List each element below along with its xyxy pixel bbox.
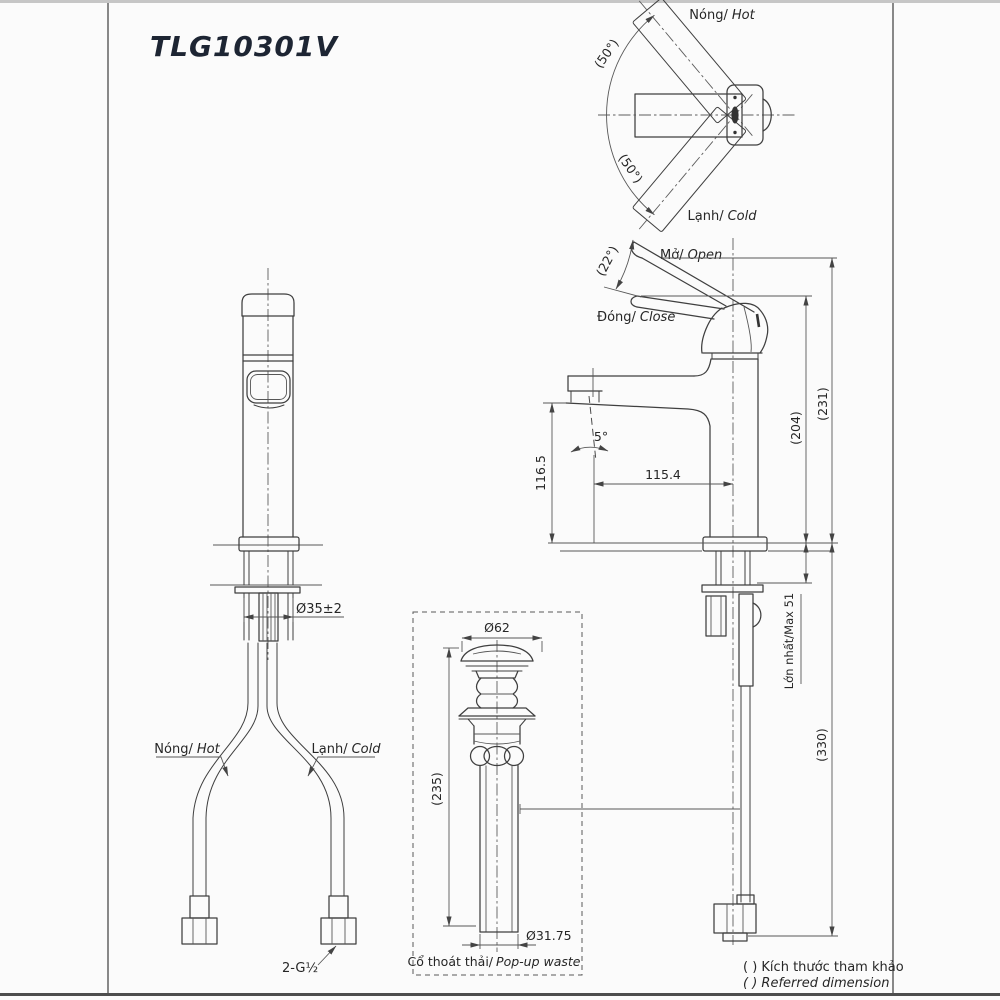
product-code: TLG10301V	[150, 30, 339, 63]
height-to-lever-label: (204)	[788, 411, 803, 445]
close-label: Đóng/Close	[597, 310, 675, 325]
hot-direction-label: Nóng/Hot	[689, 8, 755, 23]
front-view: Ø35±2 Nóng/Hot Lạnh/Cold 2-G½	[154, 268, 381, 976]
open-label: Mở/Open	[660, 248, 722, 263]
popup-dimensions	[443, 635, 543, 949]
side-view-faucet-outline	[548, 241, 838, 942]
spout-height-label: 116.5	[533, 455, 548, 491]
cold-hose-label: Lạnh/Cold	[312, 742, 382, 757]
side-view: 5° (22°) Mở/Open Đóng/Close 116.5 115.4 …	[519, 238, 838, 945]
popup-dashed-border	[412, 611, 583, 976]
handle-neutral-position	[634, 93, 743, 138]
water-stream	[570, 368, 609, 462]
max-deck-thickness-label: Lớn nhất/Max 51	[782, 593, 796, 689]
tail-diameter-label: Ø31.75	[526, 928, 572, 943]
front-view-dimensions	[156, 598, 375, 966]
spout-angle-label: 5°	[594, 429, 608, 444]
handle-pivot-head	[726, 84, 772, 146]
top-view-handle-rotation: Nóng/Hot Lạnh/Cold (50°) (50°)	[591, 0, 797, 232]
reference-notes: ( ) Kích thước tham khảo ( ) Referred di…	[743, 960, 904, 991]
thread-size-label: 2-G½	[282, 961, 318, 976]
side-view-dimensions	[519, 257, 838, 937]
height-overall-label: (231)	[815, 387, 830, 421]
spout-reach-label: 115.4	[645, 467, 681, 482]
cold-direction-label: Lạnh/Cold	[688, 209, 758, 224]
popup-caption: Cổ thoát thải/Pop-up waste	[408, 954, 581, 969]
front-view-faucet-outline	[181, 293, 357, 945]
shank-diameter-label: Ø35±2	[296, 602, 342, 617]
scan-top-strip	[0, 0, 1000, 3]
popup-waste-view: Ø62 (235) Ø31.75 Cổ thoát thải/Pop-up wa…	[408, 611, 583, 976]
popup-height-label: (235)	[429, 772, 444, 806]
note-english: ( ) Referred dimension	[743, 976, 889, 991]
below-deck-label: (330)	[814, 728, 829, 762]
hot-hose-label: Nóng/Hot	[154, 742, 220, 757]
lever-angle-arc	[615, 239, 635, 290]
note-vietnamese: ( ) Kích thước tham khảo	[743, 960, 904, 975]
popup-waste-outline	[458, 644, 536, 933]
cap-diameter-label: Ø62	[484, 620, 510, 635]
